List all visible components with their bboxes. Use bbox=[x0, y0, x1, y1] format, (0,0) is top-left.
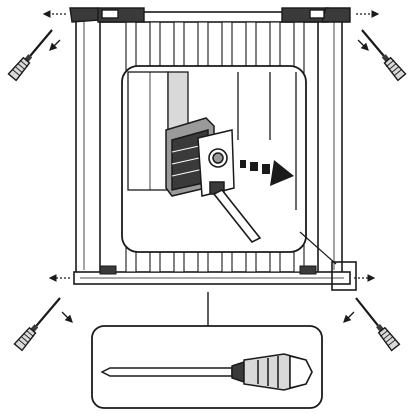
bottom-left-foot bbox=[99, 265, 117, 275]
right-post bbox=[317, 13, 343, 277]
left-post bbox=[75, 13, 101, 277]
screwdriver-icon bbox=[100, 353, 313, 391]
corner-screwdrivers bbox=[7, 29, 407, 352]
detail-marker-box bbox=[331, 261, 357, 291]
top-left-fitting bbox=[69, 7, 145, 23]
screwdriver-icon bbox=[7, 29, 53, 82]
pull-arrows bbox=[42, 10, 380, 323]
tool-panel bbox=[91, 325, 323, 409]
screwdriver-icon bbox=[361, 29, 407, 82]
screwdriver-icon bbox=[13, 297, 61, 352]
detail-callout bbox=[121, 65, 357, 291]
top-right-fitting bbox=[281, 7, 351, 23]
screwdriver-icon bbox=[355, 297, 401, 352]
end-cap bbox=[165, 117, 235, 197]
arrow-icon bbox=[343, 311, 355, 323]
arrow-icon bbox=[49, 39, 61, 51]
bottom-right-foot bbox=[299, 265, 317, 275]
screwdriver-tip bbox=[212, 188, 262, 244]
arrow-icon bbox=[240, 160, 294, 186]
arrow-icon bbox=[357, 39, 369, 51]
arrow-icon bbox=[61, 311, 73, 323]
